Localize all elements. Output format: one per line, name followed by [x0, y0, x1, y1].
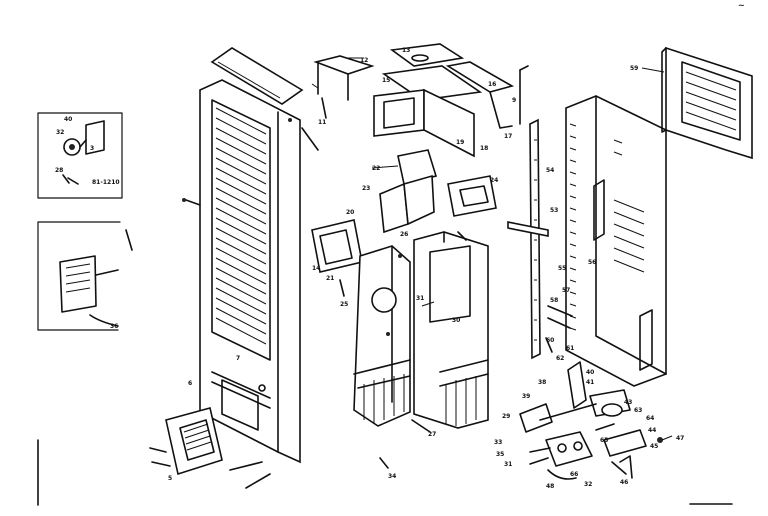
vertical-strip: 54 53 [507, 65, 558, 360]
part-number-label: 56 [588, 259, 596, 266]
part-number-label: 36 [110, 323, 118, 330]
part-number-label: 28 [55, 167, 63, 174]
part-number-label: 53 [550, 207, 558, 214]
part-number-label: 20 [346, 209, 354, 216]
part-number-label: 15 [382, 77, 390, 84]
flue-elbow: 22 23 [362, 149, 438, 234]
part-number-label: 23 [362, 185, 370, 192]
part-number-label: 44 [648, 427, 656, 434]
part-number-label: 17 [504, 133, 512, 140]
part-number-label: 48 [546, 483, 554, 490]
part-number-label: 7 [236, 355, 240, 362]
part-number-label: 16 [488, 81, 496, 88]
part-number-label: 35 [496, 451, 504, 458]
inset-thermostat: 36 [37, 221, 133, 331]
part-number-label: 45 [650, 443, 658, 450]
part-number-label: 32 [584, 481, 592, 488]
top-right-mark: ~ [738, 1, 745, 10]
top-bracket [313, 55, 375, 75]
part-number-label: 11 [318, 119, 326, 126]
part-number-label: 14 [312, 265, 320, 272]
part-number-label: 9 [512, 97, 516, 104]
heat-exchanger-rear: 30 31 27 [411, 231, 489, 438]
part-number-label: 22 [372, 165, 380, 172]
inset-code: 81-1210 [92, 179, 120, 186]
rear-panel: 56 58 57 55 [547, 95, 667, 387]
part-number-label: 40 [64, 116, 72, 123]
grille-hatching [215, 107, 267, 345]
cabinet-assembly: 10 7 6 5 [149, 47, 319, 489]
part-number-label: 33 [494, 439, 502, 446]
part-number-label: 63 [634, 407, 642, 414]
part-number-label: 21 [326, 275, 334, 282]
part-number-label: 12 [360, 57, 368, 64]
part-number-label: 54 [546, 167, 554, 174]
part-number-label: 60 [546, 337, 554, 344]
rear-grille: 59 [630, 46, 753, 160]
burner-port [371, 287, 397, 313]
part-number-label: 34 [388, 473, 396, 480]
heat-exchanger-top: 13 15 16 17 18 19 9 [373, 43, 516, 158]
part-number-label: 66 [570, 471, 578, 478]
cabinet-front [199, 79, 301, 464]
part-number-label: 27 [428, 431, 436, 438]
part-number-label: 64 [646, 415, 654, 422]
part-number-label: 5 [168, 475, 172, 482]
part-number-label: 62 [556, 355, 564, 362]
cabinet-access-opening [221, 379, 259, 431]
part-number-label: 46 [620, 479, 628, 486]
burner-valve-assembly: 60 61 62 40 41 38 39 29 33 35 31 43 63 6… [494, 337, 684, 490]
part-number-label: 18 [480, 145, 488, 152]
part-number-label: 38 [538, 379, 546, 386]
part-number-label: 30 [452, 317, 460, 324]
part-number-label: 31 [504, 461, 512, 468]
part-number-label: 59 [630, 65, 638, 72]
part-number-label: 43 [624, 399, 632, 406]
part-number-label: 39 [522, 393, 530, 400]
front-grille [211, 99, 271, 361]
part-number-label: 41 [586, 379, 594, 386]
part-number-label: 31 [416, 295, 424, 302]
part-number-label: 24 [490, 177, 498, 184]
top-cap [210, 47, 304, 105]
gasket-frame: 20 14 21 25 [311, 209, 363, 308]
part-number-label: 19 [456, 139, 464, 146]
part-number-label: 58 [550, 297, 558, 304]
part-number-label: 57 [562, 287, 570, 294]
draft-plate [447, 175, 497, 217]
inset-knob-assembly: 32 40 3 28 81-1210 [37, 112, 123, 199]
part-number-label: 61 [566, 345, 574, 352]
heat-exchanger-front: 26 34 [353, 231, 411, 480]
part-number-label: 65 [600, 437, 608, 444]
part-number-label: 26 [400, 231, 408, 238]
part-number-label: 40 [586, 369, 594, 376]
part-number-label: 32 [56, 129, 64, 136]
part-number-label: 3 [90, 145, 94, 152]
part-number-label: 25 [340, 301, 348, 308]
thermostat-body [59, 255, 97, 313]
part-number-label: 6 [188, 380, 192, 387]
part-number-label: 29 [502, 413, 510, 420]
top-bracket-parts: 12 11 [311, 55, 375, 126]
part-number-label: 13 [402, 47, 410, 54]
gas-valve [519, 403, 553, 433]
part-number-label: 55 [558, 265, 566, 272]
part-number-label: 47 [676, 435, 684, 442]
